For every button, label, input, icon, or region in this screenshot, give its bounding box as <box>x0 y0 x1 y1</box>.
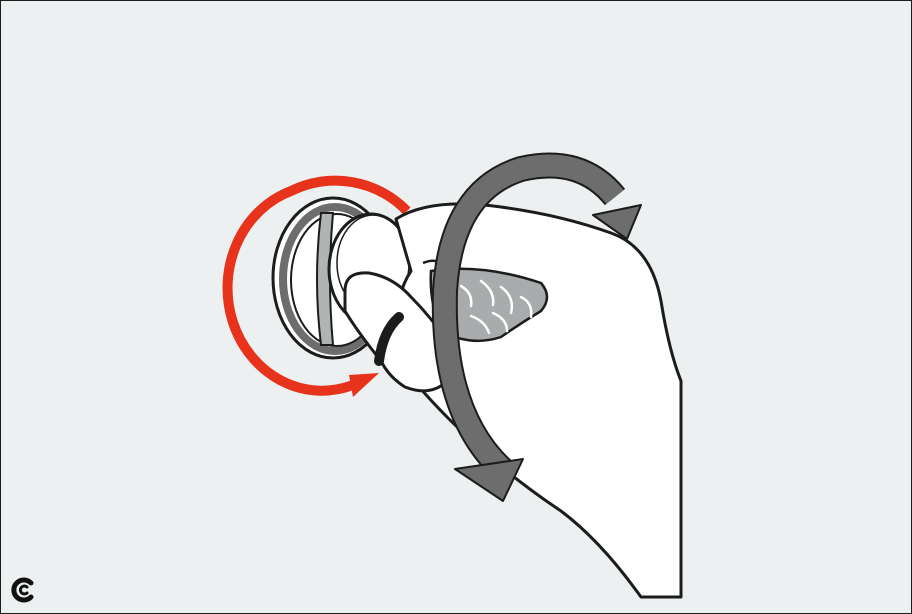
brand-logo-icon <box>9 575 39 605</box>
